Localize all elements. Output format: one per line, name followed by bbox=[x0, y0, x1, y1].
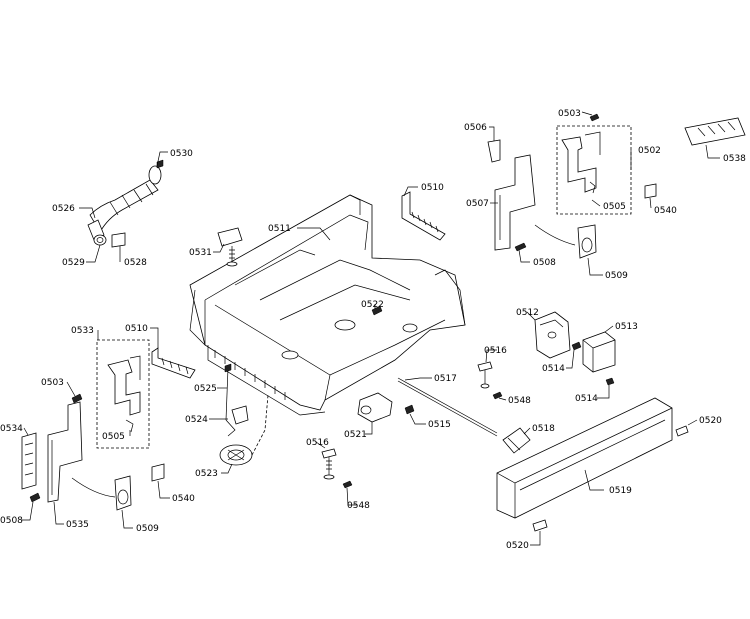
cover-0512-part[interactable] bbox=[534, 311, 571, 359]
label-0529: 0529 bbox=[62, 258, 85, 268]
label-0519: 0519 bbox=[609, 486, 632, 496]
bracket-0535-part[interactable] bbox=[47, 401, 83, 503]
label-0506: 0506 bbox=[464, 123, 487, 133]
label-0520-right: 0520 bbox=[699, 416, 722, 426]
label-0502: 0502 bbox=[638, 146, 661, 156]
bracket-0507-part[interactable] bbox=[494, 154, 536, 251]
label-0508-left: 0508 bbox=[0, 516, 23, 526]
label-0507: 0507 bbox=[466, 199, 489, 209]
float-switch-0509-left-part[interactable] bbox=[71, 475, 132, 511]
insulation-strip-left-part[interactable] bbox=[151, 347, 196, 379]
screw-0508-top-part[interactable] bbox=[514, 242, 527, 252]
label-0524: 0524 bbox=[185, 415, 208, 425]
label-0521: 0521 bbox=[344, 430, 367, 440]
rod-0517-part[interactable] bbox=[397, 377, 498, 437]
label-0508-top: 0508 bbox=[533, 258, 556, 268]
bracket-group-0533[interactable] bbox=[96, 339, 150, 449]
leader-lines bbox=[21, 111, 720, 546]
screw-0516-top-part[interactable] bbox=[477, 361, 493, 389]
label-0505-left: 0505 bbox=[102, 432, 125, 442]
label-0515: 0515 bbox=[428, 420, 451, 430]
screw-0548-bottom-part[interactable] bbox=[342, 480, 353, 489]
screw-0520-bottom-part[interactable] bbox=[532, 519, 548, 532]
label-0518: 0518 bbox=[532, 424, 555, 434]
part-labels: 0530 0526 0529 0528 0531 0511 0510 0506 … bbox=[0, 109, 746, 551]
bracket-0506-part[interactable] bbox=[487, 139, 501, 163]
screw-0520-right-part[interactable] bbox=[675, 425, 689, 437]
clamp-ring-part[interactable] bbox=[93, 234, 107, 246]
screw-0514-b-part[interactable] bbox=[605, 377, 615, 386]
bracket-group-0502[interactable] bbox=[556, 125, 632, 215]
label-0514-b: 0514 bbox=[575, 394, 598, 404]
label-0510-left: 0510 bbox=[125, 324, 148, 334]
label-0503-top: 0503 bbox=[558, 109, 581, 119]
screw-0508-left-part[interactable] bbox=[29, 492, 41, 503]
hose-clamp-part[interactable] bbox=[148, 159, 164, 185]
label-0509-top: 0509 bbox=[605, 271, 628, 281]
label-0548-bottom: 0548 bbox=[347, 501, 370, 511]
screw-0503-top-part[interactable] bbox=[589, 113, 600, 122]
label-0540-left: 0540 bbox=[172, 494, 195, 504]
float-switch-0509-top-part[interactable] bbox=[534, 224, 597, 259]
latch-0521-part[interactable] bbox=[357, 392, 393, 423]
label-0513: 0513 bbox=[615, 322, 638, 332]
label-0505-top: 0505 bbox=[603, 202, 626, 212]
screw-0515-part[interactable] bbox=[404, 404, 415, 415]
bumper-0518-part[interactable] bbox=[502, 427, 531, 454]
wire-0525-part[interactable] bbox=[224, 363, 232, 421]
label-0522: 0522 bbox=[361, 300, 384, 310]
pump-0523-part[interactable] bbox=[219, 394, 269, 466]
label-0538: 0538 bbox=[723, 154, 746, 164]
label-0535: 0535 bbox=[66, 520, 89, 530]
panel-0534-part[interactable] bbox=[21, 432, 37, 490]
label-0540-top: 0540 bbox=[654, 206, 677, 216]
label-0516-top: 0516 bbox=[484, 346, 507, 356]
label-0516-bottom: 0516 bbox=[306, 438, 329, 448]
insulation-strip-top-part[interactable] bbox=[401, 191, 446, 241]
label-0514-a: 0514 bbox=[542, 364, 565, 374]
clip-0540-top-part[interactable] bbox=[644, 183, 657, 199]
label-0511: 0511 bbox=[268, 224, 291, 234]
label-0533: 0533 bbox=[71, 326, 94, 336]
clip-0540-left-part[interactable] bbox=[151, 463, 165, 482]
label-0517: 0517 bbox=[434, 374, 457, 384]
sensor-0524-part[interactable] bbox=[225, 405, 249, 437]
toe-kick-panel-0519-part[interactable] bbox=[496, 397, 673, 519]
cover-0513-part[interactable] bbox=[582, 331, 616, 373]
label-0530: 0530 bbox=[170, 149, 193, 159]
label-0525: 0525 bbox=[194, 384, 217, 394]
label-0534: 0534 bbox=[0, 424, 23, 434]
screw-0522-part[interactable] bbox=[371, 305, 383, 316]
base-tub-part[interactable] bbox=[189, 194, 466, 416]
screw-0548-top-part[interactable] bbox=[492, 391, 503, 400]
clip-part[interactable] bbox=[111, 232, 126, 248]
screw-0516-bottom-part[interactable] bbox=[321, 448, 337, 480]
screw-0514-a-part[interactable] bbox=[571, 341, 582, 351]
label-0510-top: 0510 bbox=[421, 183, 444, 193]
label-0523: 0523 bbox=[195, 469, 218, 479]
label-0509-left: 0509 bbox=[136, 524, 159, 534]
label-0526: 0526 bbox=[52, 204, 75, 214]
screw-0503-left-part[interactable] bbox=[71, 393, 83, 404]
leveling-foot-part[interactable] bbox=[217, 227, 243, 267]
drain-hose-part[interactable] bbox=[87, 179, 159, 241]
label-0531: 0531 bbox=[189, 248, 212, 258]
insulation-pad-0538-part[interactable] bbox=[684, 117, 746, 146]
label-0548-top: 0548 bbox=[508, 396, 531, 406]
label-0503-left: 0503 bbox=[41, 378, 64, 388]
label-0512: 0512 bbox=[516, 308, 539, 318]
label-0528: 0528 bbox=[124, 258, 147, 268]
label-0520-bottom: 0520 bbox=[506, 541, 529, 551]
